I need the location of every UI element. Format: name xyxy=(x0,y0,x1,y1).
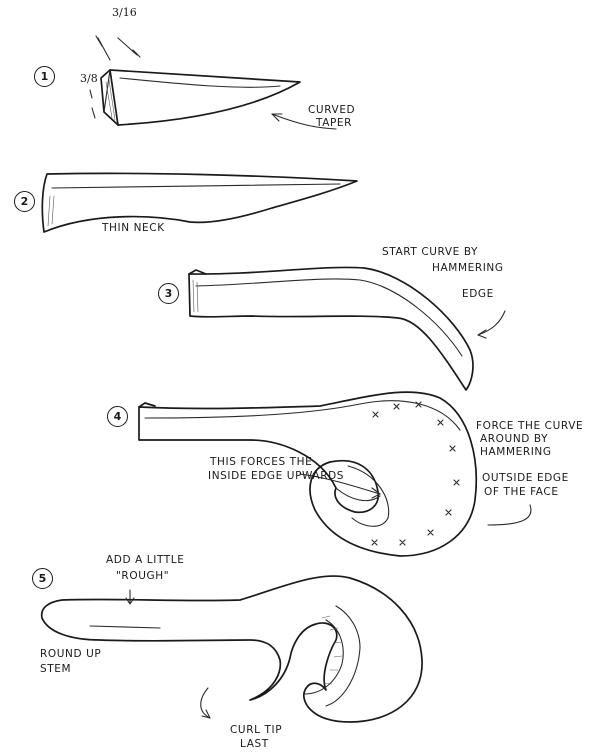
step-4-note-line-2: INSIDE EDGE UPWARDS xyxy=(208,470,344,482)
step-5-label-line-1: ADD A LITTLE xyxy=(106,554,185,566)
step-1-bar xyxy=(90,36,336,129)
step-1-number: 1 xyxy=(34,66,55,87)
step-4-label-line-4: OUTSIDE EDGE xyxy=(482,472,569,484)
step-4-label-line-5: OF THE FACE xyxy=(484,486,559,498)
step-1-label-line-2: TAPER xyxy=(316,117,352,129)
step-5-note-a-line-2: STEM xyxy=(40,663,71,675)
step-3-label-line-2: HAMMERING xyxy=(432,262,504,274)
step-5-label-line-2: "ROUGH" xyxy=(116,570,169,582)
step-2-bar xyxy=(42,173,357,232)
width-dimension: 3/16 xyxy=(112,6,137,19)
step-4-number: 4 xyxy=(107,406,128,427)
step-4-label-line-1: FORCE THE CURVE xyxy=(476,420,583,432)
step-3-label-line-1: START CURVE BY xyxy=(382,246,478,258)
step-3-bar xyxy=(189,267,505,390)
step-4-label-line-3: HAMMERING xyxy=(480,446,552,458)
step-5-number: 5 xyxy=(32,568,53,589)
step-5-note-a-line-1: ROUND UP xyxy=(40,648,101,660)
step-5-note-b-line-1: CURL TIP xyxy=(230,724,282,736)
step-2-number: 2 xyxy=(14,191,35,212)
step-4-label-line-2: AROUND BY xyxy=(480,433,548,445)
step-2-label: THIN NECK xyxy=(102,222,165,234)
step-1-label-line-1: CURVED xyxy=(308,104,355,116)
step-3-number: 3 xyxy=(158,283,179,304)
step-3-label-line-3: EDGE xyxy=(462,288,494,300)
step-5-note-b-line-2: LAST xyxy=(240,738,269,750)
height-dimension: 3/8 xyxy=(80,72,98,85)
step-4-note-line-1: THIS FORCES THE xyxy=(210,456,312,468)
